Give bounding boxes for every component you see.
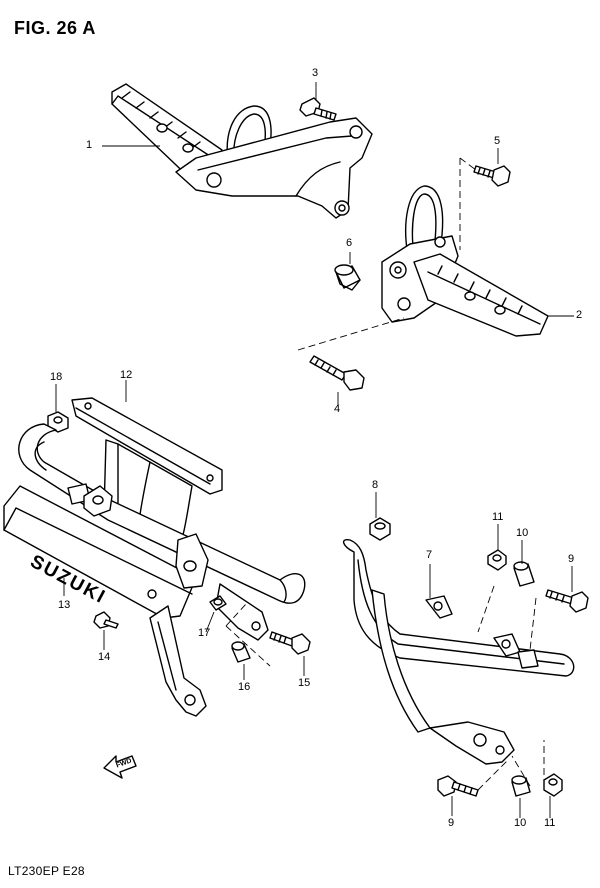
footrest-right — [381, 185, 549, 337]
nut-8 — [369, 517, 391, 541]
guard-tube-left — [18, 423, 306, 604]
bushing-6 — [334, 264, 361, 291]
guard-right-7 — [343, 538, 575, 765]
bolt-4 — [309, 355, 365, 391]
callout-5: 5 — [494, 135, 501, 147]
callout-9-upper: 9 — [568, 553, 575, 565]
callout-9-lower: 9 — [448, 817, 455, 829]
model-code-footer: LT230EP E28 — [8, 864, 85, 878]
callout-3: 3 — [312, 67, 319, 79]
callout-4: 4 — [334, 403, 341, 415]
footrest-bracket-left — [111, 83, 373, 219]
callout-2: 2 — [576, 309, 583, 321]
figure-title: FIG. 26 A — [14, 18, 96, 38]
bolt-9-lower — [437, 775, 479, 797]
nut-11-lower — [543, 773, 563, 797]
bolt-3 — [299, 97, 337, 121]
callout-11-upper: 11 — [492, 511, 504, 523]
bolt-14 — [93, 611, 119, 629]
forward-arrow-icon — [103, 755, 137, 779]
callout-10-lower: 10 — [514, 817, 527, 829]
callout-8: 8 — [372, 479, 379, 491]
callout-16: 16 — [238, 681, 251, 693]
bolt-15 — [269, 631, 311, 655]
guard-leg-left — [149, 533, 269, 717]
collar-10-lower — [511, 775, 531, 797]
callout-13: 13 — [58, 599, 71, 611]
collar-10-upper — [513, 561, 535, 587]
bolt-5 — [473, 165, 511, 187]
callout-10-upper: 10 — [516, 527, 529, 539]
callout-14: 14 — [98, 651, 111, 663]
callout-12: 12 — [120, 369, 133, 381]
nut-11-upper — [487, 549, 507, 571]
washer-17 — [209, 595, 227, 611]
callout-11-lower: 11 — [544, 817, 556, 829]
collar-16 — [231, 641, 251, 663]
callout-1: 1 — [86, 139, 93, 151]
callout-18: 18 — [50, 371, 63, 383]
callout-7: 7 — [426, 549, 433, 561]
bolt-9-upper — [545, 589, 589, 613]
callout-17: 17 — [198, 627, 211, 639]
step-plate-13 — [3, 485, 197, 619]
callout-6: 6 — [346, 237, 353, 249]
callout-15: 15 — [298, 677, 311, 689]
